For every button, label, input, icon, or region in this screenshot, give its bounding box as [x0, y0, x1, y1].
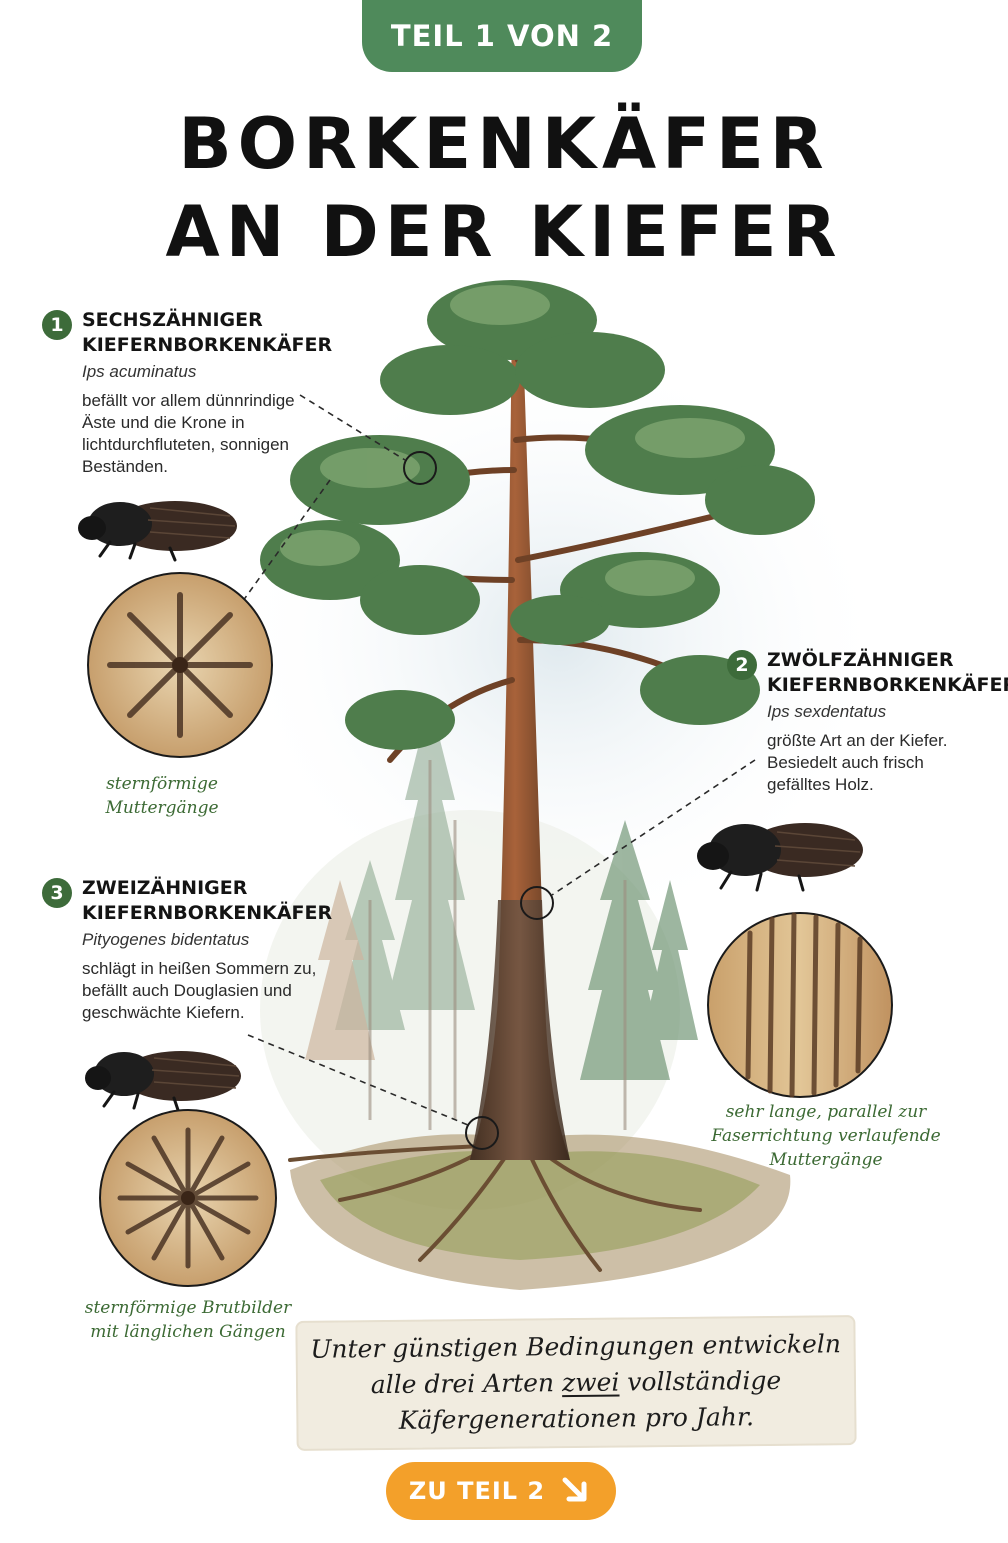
beetle-2-illustration: [697, 823, 863, 892]
arrow-down-right-icon: [562, 1477, 587, 1502]
species-1-caption-line-2: Muttergänge: [105, 798, 219, 818]
note-line-2-end: vollständige: [619, 1365, 782, 1397]
species-2-caption-line-1: sehr lange, parallel zur: [725, 1102, 927, 1122]
species-2-caption-line-2: Faserrichtung verlaufende: [711, 1126, 941, 1146]
marker-trunk-middle: [520, 886, 554, 920]
species-2-name-line-1: ZWÖLFZÄHNIGER: [767, 649, 954, 671]
next-part-button[interactable]: ZU TEIL 2: [386, 1462, 616, 1520]
species-3-description: schlägt in heißen Sommern zu, befällt au…: [82, 959, 317, 1022]
species-3-number: 3: [42, 878, 72, 908]
beetle-3-illustration: [85, 1051, 241, 1112]
gallery-disc-3: [99, 1109, 277, 1287]
species-2-latin-name: Ips sexdentatus: [767, 702, 887, 721]
species-3-caption: sternförmige Brutbilder mit länglichen G…: [78, 1296, 298, 1344]
marker-crown: [403, 451, 437, 485]
note-line-2-start: alle drei Arten: [370, 1368, 563, 1400]
roots: [288, 1138, 702, 1272]
species-1: 1 SECHSZÄHNIGER KIEFERNBORKENKÄFER Ips a…: [42, 308, 332, 478]
species-2-name-line-2: KIEFERNBORKENKÄFER: [767, 674, 1008, 696]
species-1-name-line-1: SECHSZÄHNIGER: [82, 309, 263, 331]
gallery-disc-1: [87, 572, 273, 758]
marker-trunk-base: [465, 1116, 499, 1150]
species-2-description: größte Art an der Kiefer. Besiedelt auch…: [767, 731, 948, 794]
species-1-number: 1: [42, 310, 72, 340]
beetle-1-illustration: [78, 501, 237, 562]
title-line-2: AN DER KIEFER: [165, 191, 843, 273]
species-3-name-line-2: KIEFERNBORKENKÄFER: [82, 902, 333, 924]
species-3-name-line-1: ZWEIZÄHNIGER: [82, 877, 248, 899]
next-part-label: ZU TEIL 2: [408, 1477, 546, 1505]
species-2-caption: sehr lange, parallel zur Faserrichtung v…: [706, 1100, 946, 1172]
gallery-disc-2: [707, 912, 893, 1098]
species-3-latin-name: Pityogenes bidentatus: [82, 930, 250, 949]
part-badge: TEIL 1 VON 2: [362, 0, 642, 72]
pine-trunk: [470, 310, 570, 1160]
species-1-caption-line-1: sternförmige: [106, 774, 218, 794]
species-1-caption: sternförmige Muttergänge: [72, 772, 252, 820]
leader-lines: [239, 394, 756, 1126]
species-1-latin-name: Ips acuminatus: [82, 362, 197, 381]
species-3-caption-line-2: mit länglichen Gängen: [90, 1322, 286, 1342]
species-1-name-line-2: KIEFERNBORKENKÄFER: [82, 334, 333, 356]
tree-markers: [403, 451, 554, 1150]
species-2: 2 ZWÖLFZÄHNIGER KIEFERNBORKENKÄFER Ips s…: [727, 648, 1008, 796]
note-line-1: Unter günstigen Bedingungen entwickeln: [310, 1329, 842, 1364]
generation-note: Unter günstigen Bedingungen entwickeln a…: [295, 1315, 857, 1451]
note-emphasis: zwei: [561, 1367, 620, 1398]
species-1-description: befällt vor allem dünnrindige Äste und d…: [82, 391, 295, 476]
species-2-number: 2: [727, 650, 757, 680]
species-3-caption-line-1: sternförmige Brutbilder: [84, 1298, 292, 1318]
species-1-heading: 1 SECHSZÄHNIGER KIEFERNBORKENKÄFER: [42, 308, 332, 358]
title-line-1: BORKENKÄFER: [178, 103, 830, 185]
species-3: 3 ZWEIZÄHNIGER KIEFERNBORKENKÄFER Pityog…: [42, 876, 332, 1024]
background-forest: [305, 700, 698, 1130]
note-line-3: Käfergenerationen pro Jahr.: [398, 1402, 755, 1435]
species-3-heading: 3 ZWEIZÄHNIGER KIEFERNBORKENKÄFER: [42, 876, 332, 926]
generation-note-text: Unter günstigen Bedingungen entwickeln a…: [310, 1326, 842, 1440]
species-2-caption-line-3: Muttergänge: [769, 1150, 883, 1170]
page-title: BORKENKÄFER AN DER KIEFER: [0, 100, 1008, 276]
species-2-heading: 2 ZWÖLFZÄHNIGER KIEFERNBORKENKÄFER: [727, 648, 1008, 698]
